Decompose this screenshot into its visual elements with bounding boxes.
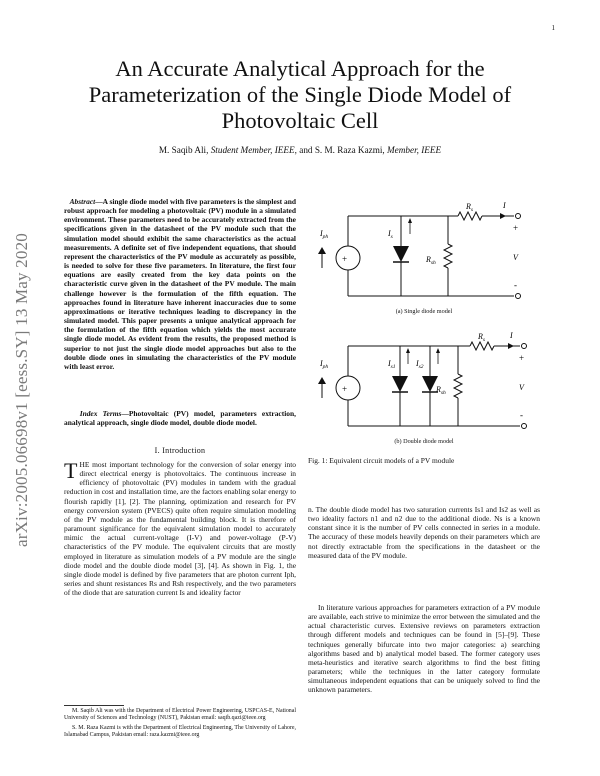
label-is: Is xyxy=(387,229,393,240)
label-iph: Iph xyxy=(319,229,328,240)
terminal-plus-b: + xyxy=(519,353,524,363)
label-iph-b: Iph xyxy=(319,359,328,370)
label-is1: Is1 xyxy=(387,359,396,370)
footnotes: M. Saqib Ali was with the Department of … xyxy=(64,708,296,741)
introduction-text: HE most important technology for the con… xyxy=(64,460,296,598)
label-rs: Rs xyxy=(465,202,473,213)
paper-title: An Accurate Analytical Approach for the … xyxy=(88,56,512,133)
footnote-1: M. Saqib Ali was with the Department of … xyxy=(64,708,296,722)
label-rsh-b: Rsh xyxy=(435,385,446,396)
arxiv-sidebar: arXiv:2005.06698v1 [eess.SY] 13 May 2020 xyxy=(2,200,42,580)
author-1-role: Student Member, IEEE, xyxy=(210,145,297,155)
abstract-text: —A single diode model with five paramete… xyxy=(64,197,297,371)
double-diode-circuit: + Iph Is1 Is2 Rs I Rsh + V - xyxy=(318,331,527,429)
index-terms-text: —Photovoltaic (PV) model, parameters ext… xyxy=(64,409,296,428)
index-terms: Index Terms—Photovoltaic (PV) model, par… xyxy=(64,409,296,427)
label-rs-b: Rs xyxy=(477,332,485,343)
current-source-plus-b: + xyxy=(342,384,347,394)
label-v-b: V xyxy=(519,383,525,392)
label-is2: Is2 xyxy=(415,359,424,370)
footnote-2: S. M. Raza Kazmi is with the Department … xyxy=(64,724,296,738)
abstract: Abstract—A single diode model with five … xyxy=(64,197,296,371)
label-v: V xyxy=(513,253,519,262)
author-2-role: Member, IEEE xyxy=(387,145,442,155)
current-source-plus: + xyxy=(342,254,347,264)
terminal-plus: + xyxy=(513,223,518,233)
right-paragraph-2: In literature various approaches for par… xyxy=(308,603,540,695)
section-heading-introduction: I. Introduction xyxy=(154,446,206,455)
right-paragraph-1-text: n. The double diode model has two satura… xyxy=(308,505,540,560)
author-conjunction: and xyxy=(299,145,313,155)
index-terms-label: Index Terms xyxy=(79,409,122,418)
figure-caption: Fig. 1: Equivalent circuit models of a P… xyxy=(308,456,455,465)
single-diode-circuit: + Iph Is Rs I Rsh + V - xyxy=(318,201,521,299)
terminal-minus: - xyxy=(514,280,517,290)
author-1: M. Saqib Ali, xyxy=(158,145,209,155)
subcaption-a: (a) Single diode model xyxy=(395,308,453,315)
subcaption-b: (b) Double diode model xyxy=(394,438,454,445)
footnote-divider xyxy=(64,705,124,706)
author-line: M. Saqib Ali, Student Member, IEEE, and … xyxy=(40,145,560,155)
page-number: 1 xyxy=(551,24,556,32)
label-i: I xyxy=(502,201,506,210)
terminal-minus-b: - xyxy=(520,410,523,420)
label-i-b: I xyxy=(509,331,513,340)
abstract-label: Abstract xyxy=(69,197,96,206)
label-rsh: Rsh xyxy=(425,255,436,266)
author-2: S. M. Raza Kazmi, xyxy=(314,145,385,155)
arxiv-identifier: arXiv:2005.06698v1 [eess.SY] 13 May 2020 xyxy=(12,233,31,547)
drop-cap: T xyxy=(64,458,78,483)
right-paragraph-2-text: In literature various approaches for par… xyxy=(308,603,540,695)
right-paragraph-1: n. The double diode model has two satura… xyxy=(308,505,540,560)
